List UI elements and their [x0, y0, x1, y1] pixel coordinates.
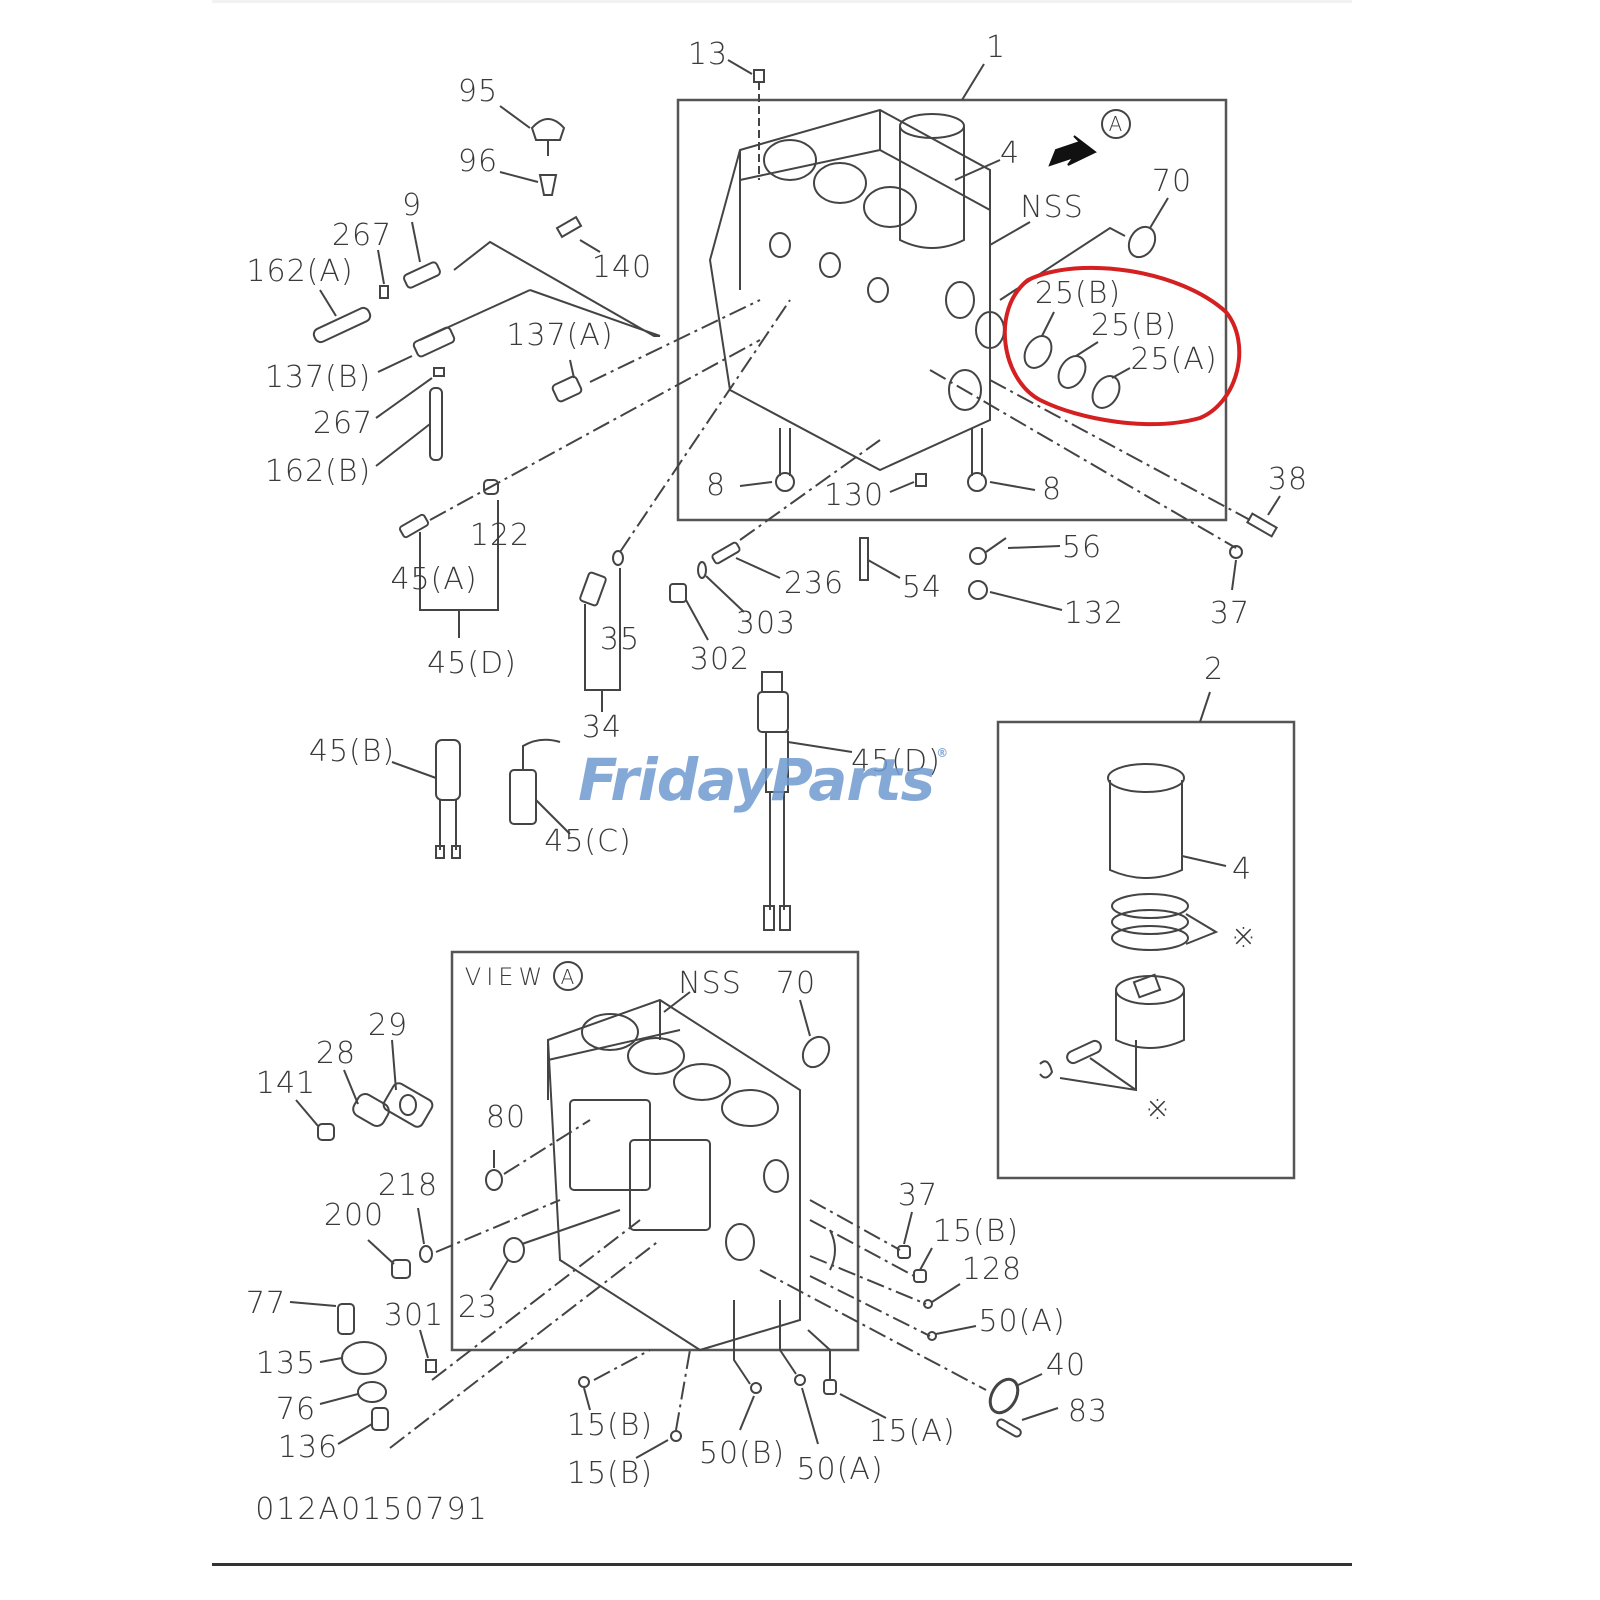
- callout-label: 9: [401, 188, 423, 223]
- callout-label: 77: [245, 1286, 287, 1321]
- callout-label: 50(B): [698, 1436, 786, 1471]
- callout-label: 56: [1061, 530, 1103, 565]
- callout-label: ※: [1144, 1092, 1172, 1127]
- callout-label: 37: [897, 1178, 939, 1213]
- view-a-title: VIEW: [464, 963, 548, 991]
- callout-label: 162(A): [246, 254, 354, 289]
- bottom-divider: [212, 1563, 1352, 1566]
- callout-label: 28: [315, 1036, 357, 1071]
- callout-label: 137(B): [264, 360, 372, 395]
- callout-label: 25(B): [1034, 276, 1122, 311]
- callout-label: 96: [457, 144, 499, 179]
- callout-label: 141: [255, 1066, 317, 1101]
- callout-label: 301: [383, 1298, 445, 1333]
- callout-label: 218: [377, 1168, 439, 1203]
- callout-label: 2: [1203, 652, 1225, 687]
- callout-label: 15(B): [932, 1214, 1020, 1249]
- callout-label: 130: [823, 478, 885, 513]
- callout-label: 29: [367, 1008, 409, 1043]
- callout-label: 8: [705, 468, 727, 503]
- callout-label: 4: [999, 136, 1021, 171]
- callout-label: 135: [255, 1346, 317, 1381]
- left-fittings: [312, 105, 1243, 712]
- view-a-marker: A: [560, 965, 576, 989]
- callout-label: 45(A): [390, 562, 478, 597]
- callout-label: 70: [775, 966, 817, 1001]
- callout-label: 15(B): [566, 1408, 654, 1443]
- callout-label: ※: [1230, 920, 1258, 955]
- piston-kit-panel: [996, 691, 1296, 1180]
- callout-label: 45(D): [851, 744, 941, 779]
- callout-label: 128: [961, 1252, 1023, 1287]
- callout-label: 50(A): [796, 1452, 884, 1487]
- callout-label: 302: [689, 642, 751, 677]
- callout-label: 23: [457, 1290, 499, 1325]
- callout-label: 34: [581, 710, 623, 745]
- callout-label: 136: [277, 1430, 339, 1465]
- main-block-panel: [676, 59, 1281, 549]
- callout-label: 45(B): [308, 734, 396, 769]
- callout-label: NSS: [1020, 190, 1084, 225]
- callout-label: 132: [1063, 596, 1125, 631]
- callout-label: NSS: [678, 966, 742, 1001]
- callout-label: 267: [312, 406, 374, 441]
- view-direction-arrow-icon: [1048, 135, 1097, 167]
- callout-label: 38: [1267, 462, 1309, 497]
- callout-label: 80: [485, 1100, 527, 1135]
- callout-label: 140: [591, 250, 653, 285]
- callout-label: 37: [1209, 596, 1251, 631]
- highlight-circle: [1002, 265, 1242, 427]
- watermark-text: FridayParts: [578, 746, 935, 814]
- callout-label: 15(B): [566, 1456, 654, 1491]
- callout-label: 83: [1067, 1394, 1109, 1429]
- view-a-panel: [289, 950, 1059, 1459]
- callout-label: 200: [323, 1198, 385, 1233]
- registered-mark: ®: [936, 746, 948, 760]
- callout-label: 25(A): [1130, 342, 1218, 377]
- drawing-number: 012A0150791: [255, 1492, 489, 1527]
- callout-label: 95: [457, 74, 499, 109]
- callout-label: 76: [275, 1392, 317, 1427]
- callout-label: 122: [469, 518, 531, 553]
- callout-label: 45(C): [544, 824, 632, 859]
- callout-label: 13: [687, 37, 729, 72]
- callout-label: 236: [783, 566, 845, 601]
- sender-units: [391, 671, 853, 931]
- callout-label: 4: [1231, 852, 1253, 887]
- callout-label: 50(A): [978, 1304, 1066, 1339]
- callout-label: 267: [331, 218, 393, 253]
- callout-label: 303: [735, 606, 797, 641]
- callout-label: 8: [1041, 472, 1063, 507]
- callout-label: 70: [1151, 164, 1193, 199]
- callout-label: 54: [901, 570, 943, 605]
- callout-label: 1: [985, 30, 1007, 65]
- callout-label: 137(A): [506, 318, 614, 353]
- watermark-logo: FridayParts®: [578, 746, 948, 814]
- callout-label: 162(B): [264, 454, 372, 489]
- callout-label: 35: [599, 622, 641, 657]
- callout-label: 15(A): [868, 1414, 956, 1449]
- callout-label: 40: [1045, 1348, 1087, 1383]
- top-divider: [212, 0, 1352, 3]
- callout-label: 45(D): [427, 646, 517, 681]
- view-marker-a: A: [1108, 112, 1124, 136]
- callout-label: 25(B): [1090, 308, 1178, 343]
